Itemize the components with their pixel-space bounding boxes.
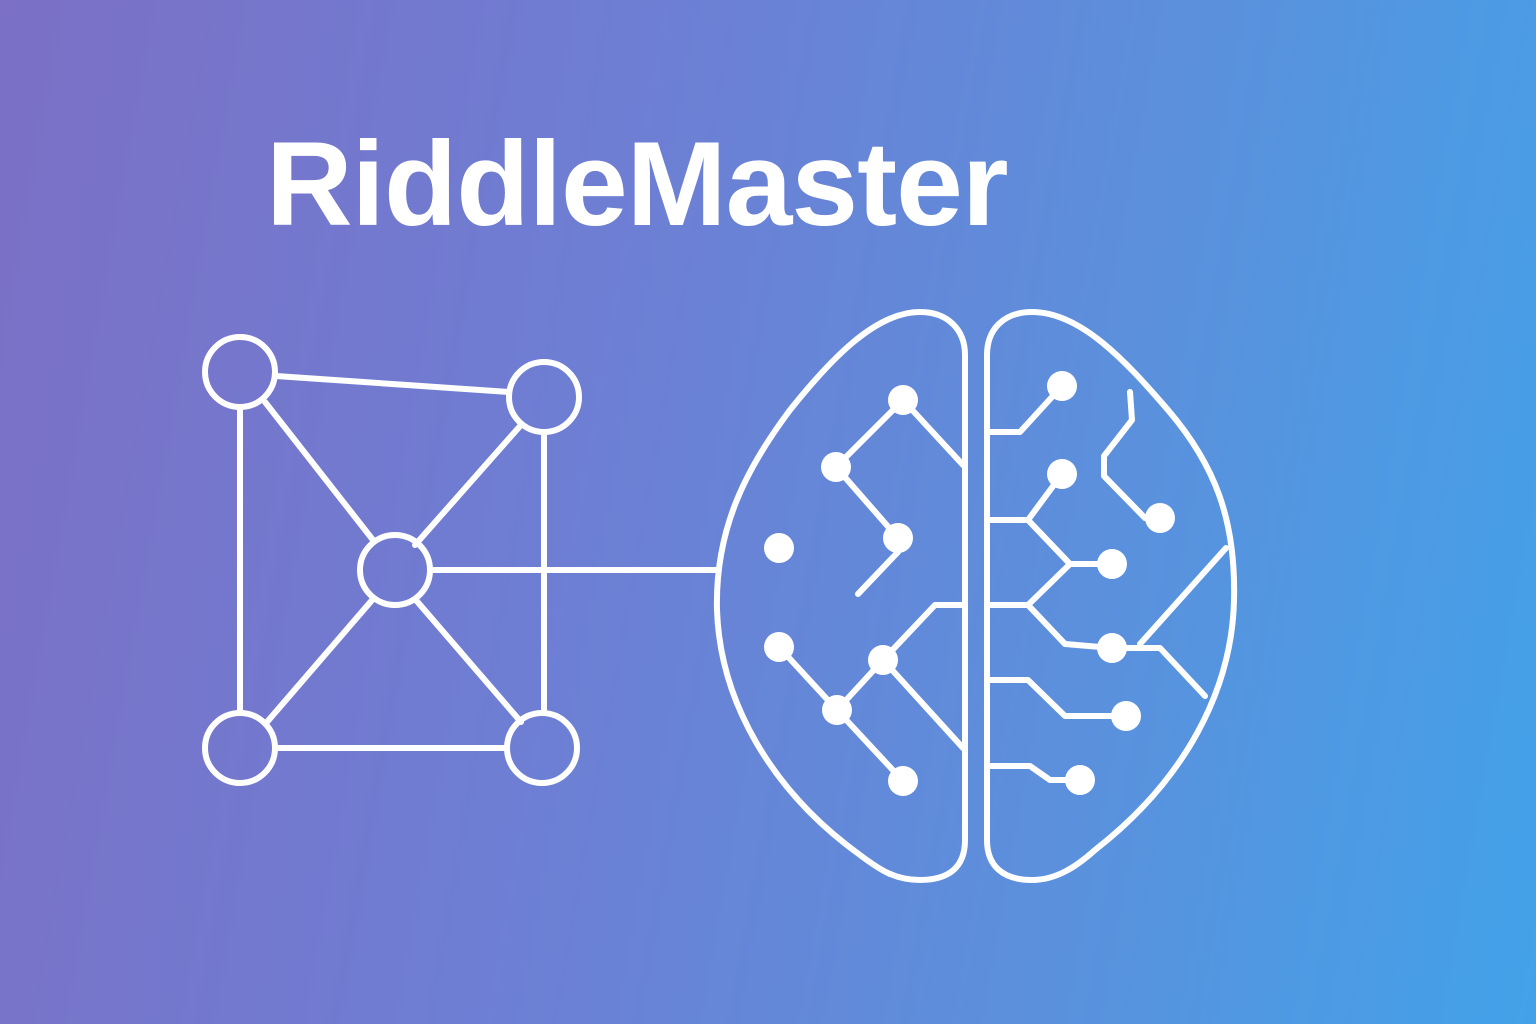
graph-edge (273, 373, 512, 395)
graph-edge (412, 422, 524, 548)
circuit-trace (880, 657, 966, 751)
circuit-node (1047, 371, 1077, 401)
circuit-trace (834, 707, 906, 784)
circuit-trace (833, 464, 901, 541)
graph-node-center (357, 532, 433, 608)
circuit-node (1097, 549, 1127, 579)
circuit-node (868, 645, 898, 675)
circuit-node (888, 385, 918, 415)
circuit-node (1097, 633, 1127, 663)
circuit-node (822, 695, 852, 725)
graph-node (506, 359, 582, 435)
circuit-trace (1025, 602, 1115, 651)
circuit-trace (880, 602, 966, 663)
graph-edge (262, 399, 376, 543)
circuit-trace (1101, 389, 1163, 521)
brain-left-hemisphere (713, 309, 968, 883)
circuit-trace (1109, 645, 1208, 699)
circuit-node (888, 766, 918, 796)
circuit-trace (986, 561, 1073, 608)
circuit-trace (986, 677, 1129, 719)
circuit-node (764, 632, 794, 662)
circuit-node (821, 452, 851, 482)
graph-edge (412, 596, 524, 725)
circuit-node (764, 533, 794, 563)
graph-node (202, 334, 278, 410)
circuit-node (1111, 701, 1141, 731)
circuit-trace (986, 383, 1065, 435)
graph-node (202, 710, 278, 786)
graph-network-icon (202, 334, 582, 786)
circuit-trace (833, 397, 906, 470)
circuit-node (1065, 765, 1095, 795)
graph-node (504, 710, 580, 786)
circuit-node (1145, 503, 1175, 533)
circuit-trace (1137, 545, 1229, 647)
brand-title: RiddleMaster (266, 117, 1009, 251)
graph-edge (264, 596, 376, 725)
brain-right-hemisphere (984, 309, 1238, 883)
circuit-node (1047, 459, 1077, 489)
circuit-node (883, 523, 913, 553)
circuit-brain-icon (713, 309, 1238, 883)
